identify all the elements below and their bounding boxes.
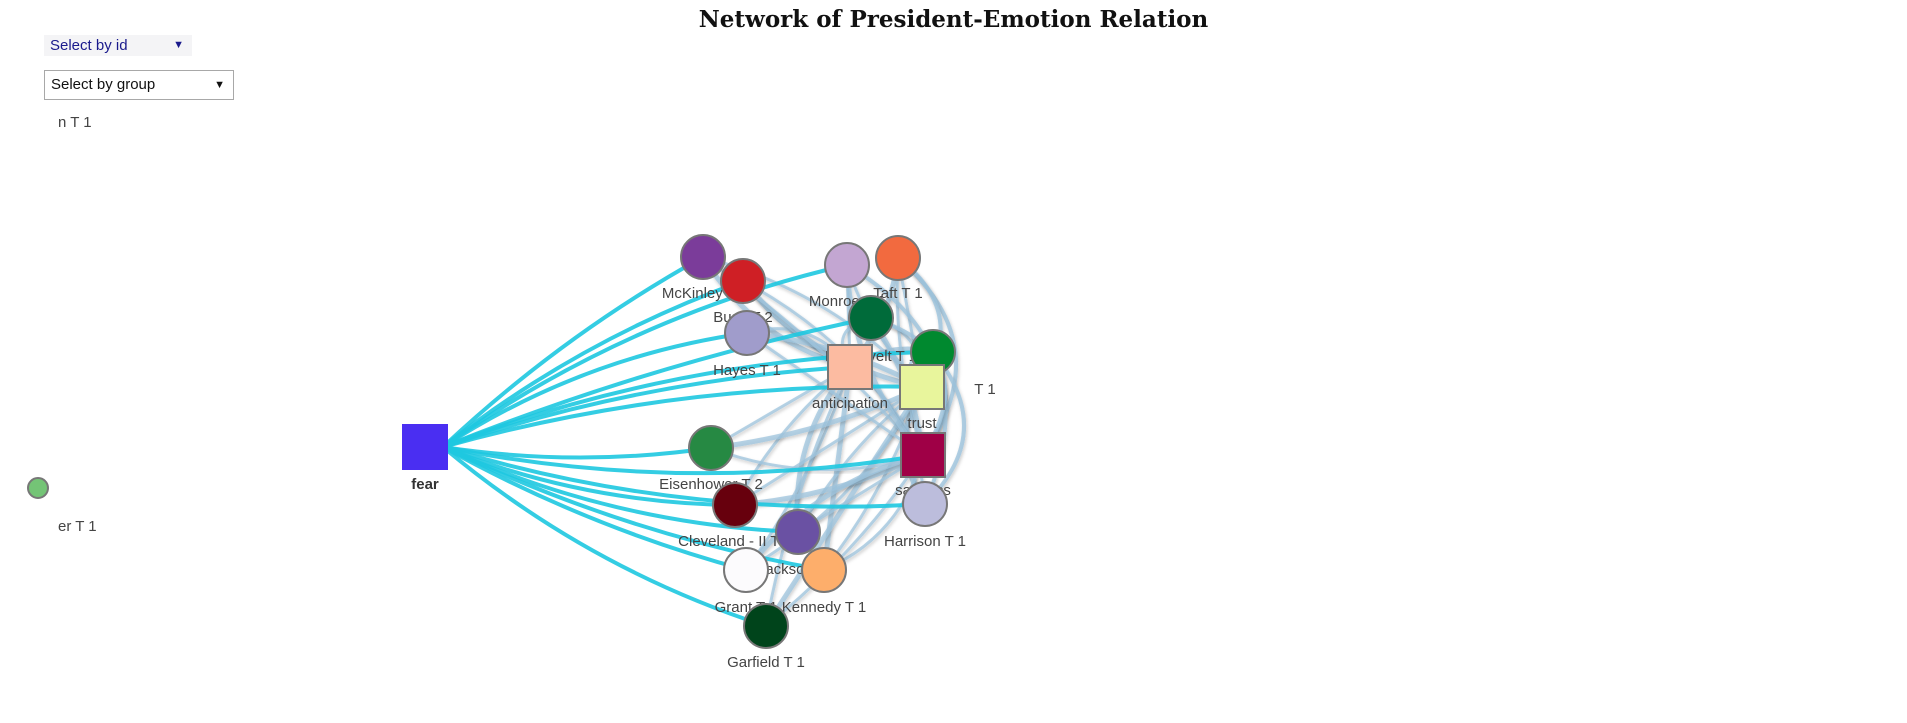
node-circle bbox=[801, 547, 847, 593]
edge-trust-eisenhower bbox=[710, 384, 924, 451]
node-circle bbox=[712, 482, 758, 528]
edge-fear-sadness bbox=[442, 445, 924, 476]
edge-fear-kennedy bbox=[442, 445, 825, 572]
node-label: n T 1 bbox=[58, 114, 92, 131]
node-circle bbox=[902, 481, 948, 527]
node-circle bbox=[824, 242, 870, 288]
node-leftMid[interactable]: er T 1 bbox=[27, 477, 97, 535]
edge-fear-harrison bbox=[442, 445, 926, 509]
node-square bbox=[402, 424, 448, 470]
node-greenT1[interactable]: T 1 bbox=[910, 329, 996, 398]
node-square bbox=[900, 432, 946, 478]
page-title: Network of President-Emotion Relation bbox=[698, 6, 1209, 33]
node-circle bbox=[720, 258, 766, 304]
chevron-down-icon: ▼ bbox=[173, 39, 184, 51]
node-anticipation[interactable]: anticipation bbox=[812, 344, 888, 412]
node-trust[interactable]: trust bbox=[899, 364, 945, 432]
select-by-group-label: Select by group bbox=[51, 76, 156, 93]
node-square bbox=[899, 364, 945, 410]
edge-sadness-garfield bbox=[765, 454, 925, 628]
node-fear[interactable]: fear bbox=[402, 424, 448, 493]
node-label: Garfield T 1 bbox=[727, 654, 805, 671]
edges-from-fear bbox=[441, 255, 934, 628]
edge-sadness-taft bbox=[895, 257, 925, 456]
node-label: Cleveland - II T 2 bbox=[678, 533, 792, 550]
edge-fear-anticipation bbox=[442, 365, 851, 449]
edge-sadness-grant bbox=[744, 452, 924, 572]
edge-fear-cleveland bbox=[442, 445, 736, 507]
node-circle bbox=[875, 235, 921, 281]
node-kennedy[interactable]: Kennedy T 1 bbox=[782, 547, 867, 616]
node-circle bbox=[775, 509, 821, 555]
node-circle bbox=[723, 547, 769, 593]
node-label: Kennedy T 1 bbox=[782, 599, 867, 616]
node-label: T 1 bbox=[974, 381, 995, 398]
node-circle bbox=[27, 477, 49, 499]
node-circle bbox=[688, 425, 734, 471]
edge-fear-monroe bbox=[441, 263, 848, 449]
node-garfield[interactable]: Garfield T 1 bbox=[727, 603, 805, 671]
node-label: fear bbox=[411, 476, 439, 493]
edge-fear-bush bbox=[441, 279, 744, 449]
node-circle bbox=[743, 603, 789, 649]
node-circle bbox=[680, 234, 726, 280]
select-by-id-label: Select by id bbox=[50, 37, 128, 54]
node-label: Hayes T 1 bbox=[713, 362, 781, 379]
node-label: Harrison T 1 bbox=[884, 533, 966, 550]
node-leftTop[interactable]: n T 1 bbox=[58, 114, 92, 131]
select-by-id-dropdown[interactable]: Select by id ▼ bbox=[44, 35, 192, 56]
edge-fear-hayes bbox=[441, 331, 748, 449]
edge-loop-2 bbox=[923, 350, 966, 506]
edge-fear-garfield bbox=[441, 445, 767, 628]
edge-fear-grant bbox=[442, 445, 747, 572]
node-cleveland[interactable]: Cleveland - II T 2 bbox=[678, 482, 792, 550]
node-square bbox=[827, 344, 873, 390]
node-circle bbox=[724, 310, 770, 356]
node-hayes[interactable]: Hayes T 1 bbox=[713, 310, 781, 379]
node-label: er T 1 bbox=[58, 518, 97, 535]
node-label: trust bbox=[907, 415, 937, 432]
node-label: Taft T 1 bbox=[873, 285, 922, 302]
chevron-down-icon: ▼ bbox=[214, 79, 225, 91]
node-harrison[interactable]: Harrison T 1 bbox=[884, 481, 966, 550]
node-circle bbox=[848, 295, 894, 341]
select-by-group-dropdown[interactable]: Select by group ▼ bbox=[44, 70, 234, 100]
edge-fear-mckinley bbox=[441, 255, 704, 449]
node-label: anticipation bbox=[812, 395, 888, 412]
node-taft[interactable]: Taft T 1 bbox=[873, 235, 923, 302]
